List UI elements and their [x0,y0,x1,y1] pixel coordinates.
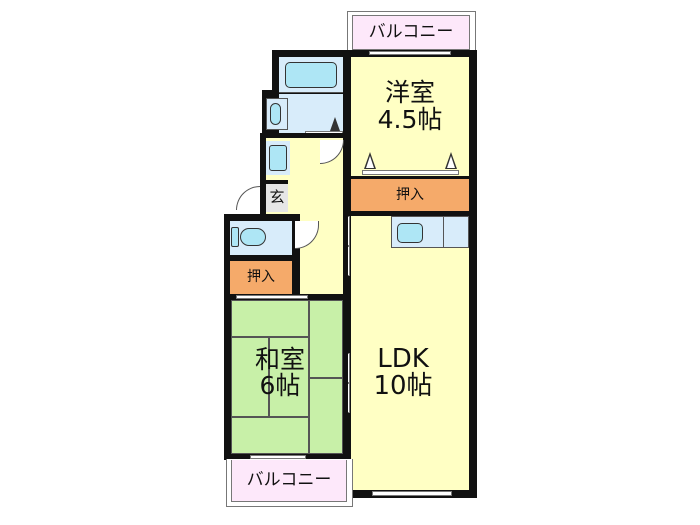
balcony-bottom: バルコニー [231,460,347,502]
tatami-5 [309,378,343,454]
tatami-2 [309,300,343,378]
kitchen-sink-icon [397,223,423,243]
closet-lower-sliding-door [236,295,308,299]
toilet-tank-icon [231,227,239,247]
window-ldk [372,491,452,496]
closet-lower-label: 押入 [247,269,275,286]
balcony-top-label: バルコニー [368,21,454,42]
balcony-top: バルコニー [352,15,470,50]
closet-lower: 押入 [230,261,292,294]
balcony-bottom-label: バルコニー [246,469,332,490]
window-japanese-room [250,455,306,459]
closet-sliding-door [362,170,459,175]
washbasin-icon [270,103,281,125]
door-swing-entrance [236,186,260,210]
closet-door-marker-left-inner [366,156,374,168]
bath-door-marker [330,117,340,131]
kitchen-divider [443,216,444,248]
japanese-room-label: 和室 6帖 [254,344,305,400]
tatami-1 [231,300,309,337]
tatami-3 [231,337,269,417]
entrance: 玄 [266,180,288,212]
japanese-room-label-box: 和室 6帖 [231,300,329,454]
tatami-4 [269,337,309,417]
ldk-label: LDK 10帖 [373,343,433,401]
ldk-room: LDK 10帖 [351,216,469,490]
washing-machine-icon [269,145,287,171]
toilet-icon [240,228,266,246]
tatami-6 [231,417,309,454]
closet-door-marker-right-inner [447,156,455,168]
closet-upper: 押入 [351,179,469,211]
entrance-label: 玄 [269,188,285,207]
closet-upper-label: 押入 [396,186,424,203]
window-western-room [369,51,451,55]
bathtub-icon [285,62,337,88]
western-room-label: 洋室 4.5帖 [377,78,443,134]
